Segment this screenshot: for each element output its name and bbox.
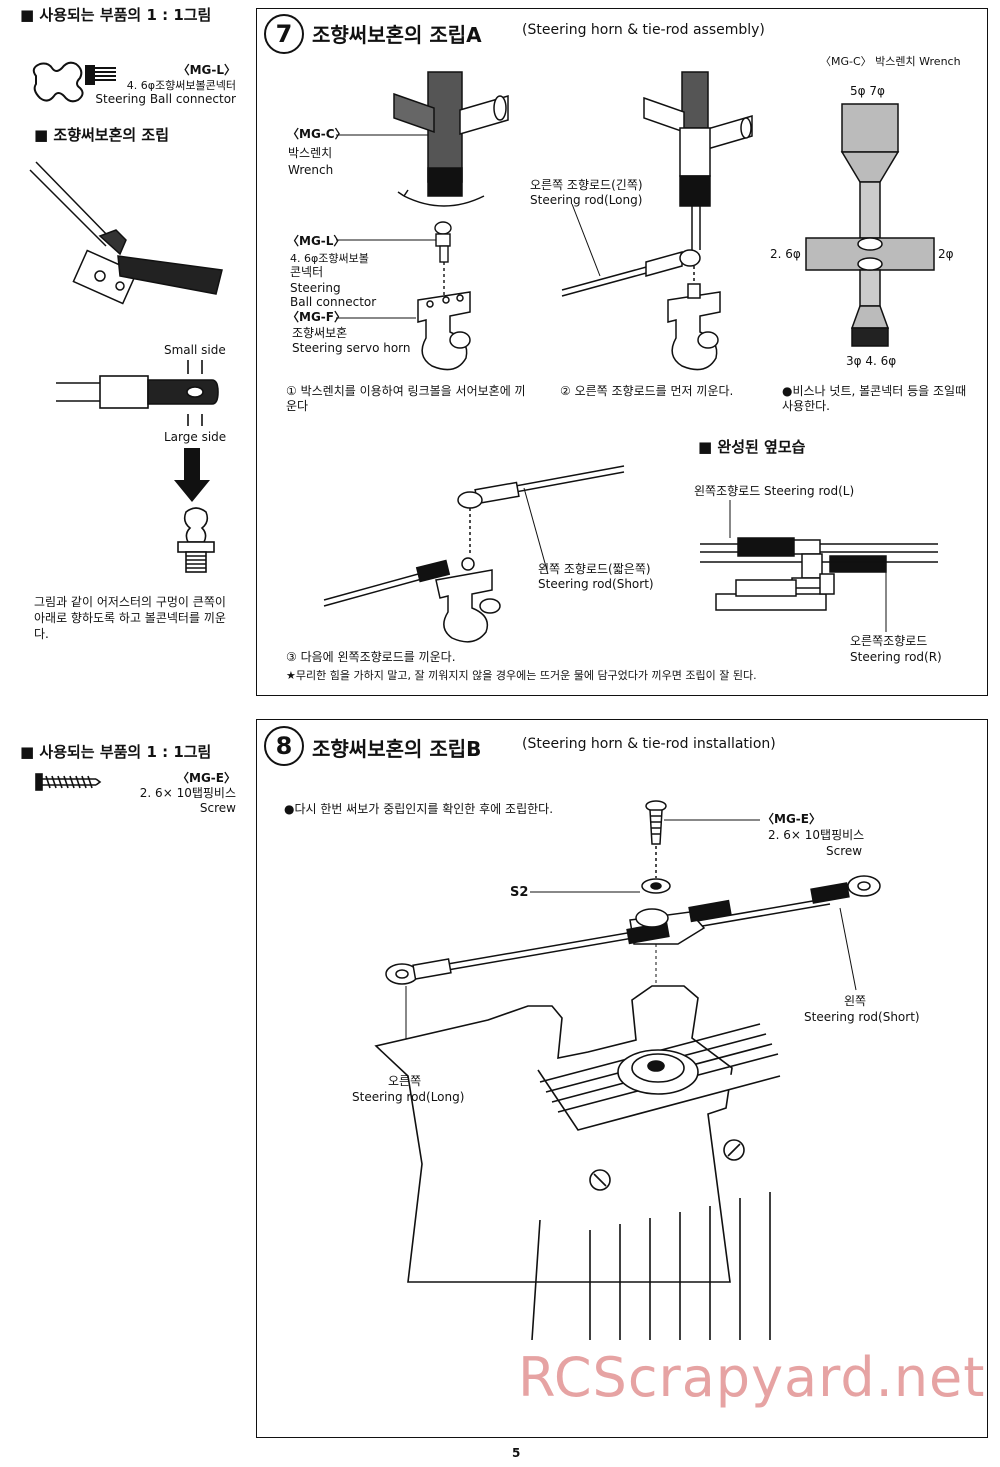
servo-horn-illustration — [417, 291, 471, 371]
rod-r-en: Steering rod(R) — [850, 650, 942, 664]
mgf-ko: 조향써보혼 — [292, 326, 348, 340]
mgl-ko-2: 콘넥터 — [290, 265, 324, 279]
adjuster-illustration — [29, 161, 223, 305]
wrench-diagram — [805, 103, 935, 347]
left-rod-en: Steering rod(Short) — [538, 577, 654, 591]
right-rod-label-ko: 오른쪽 — [388, 1074, 422, 1088]
step7-frame — [256, 8, 988, 696]
right-rod-ko: 오른쪽 조향로드(긴쪽) — [530, 178, 643, 192]
screw-illustration — [641, 800, 671, 894]
dim-bottom: 3φ 4. 6φ — [846, 354, 897, 368]
step7-wrench-note: ●비스나 넛트, 볼콘넥터 등을 조일때 사용한다. — [782, 384, 967, 413]
completed-title: ■ 완성된 옆모습 — [698, 438, 806, 456]
part-1-name-ko: 4. 6φ조향써보볼콘넥터 — [126, 79, 236, 92]
mge-ko: 2. 6× 10탭핑비스 — [768, 828, 865, 842]
step8-note: ●다시 한번 써보가 중립인지를 확인한 후에 조립한다. — [284, 802, 554, 816]
mgl-code: 〈MG-L〉 — [287, 234, 346, 248]
tie-rod-illustration — [385, 875, 881, 985]
rod-l-label: 왼쪽조향로드 Steering rod(L) — [694, 484, 855, 498]
mgc-ko: 박스렌치 — [288, 146, 333, 160]
dim-top: 5φ 7φ — [850, 84, 885, 98]
screw-part-icon — [35, 773, 102, 791]
right-rod-label-en: Steering rod(Long) — [352, 1090, 465, 1104]
step8-number: 8 — [264, 726, 304, 766]
completed-side-view — [700, 537, 938, 611]
mgl-en-2: Ball connector — [290, 295, 377, 309]
s2-label: S2 — [510, 885, 529, 900]
step7-title: 조향써보혼의 조립A — [312, 23, 482, 47]
part-2-name-en: Screw — [199, 801, 236, 815]
large-side-label: Large side — [164, 430, 227, 444]
sidebar-note: 그림과 같이 어저스터의 구멍이 큰쪽이 아래로 향하도록 하고 볼콘넥터를 끼… — [34, 595, 226, 641]
step7-subtitle: (Steering horn & tie-rod assembly) — [522, 22, 765, 38]
small-side-label: Small side — [164, 343, 226, 357]
step8-frame — [256, 719, 988, 1438]
leader-lines-3 — [530, 819, 760, 893]
mgf-code: 〈MG-F〉 — [287, 310, 346, 324]
mge-code: 〈MG-E〉 — [762, 812, 821, 826]
left-rod-label-en: Steering rod(Short) — [804, 1010, 920, 1024]
part-2-code: 〈MG-E〉 — [177, 771, 236, 785]
wrench-label: 〈MG-C〉 박스렌치 Wrench — [820, 55, 961, 68]
part-1-name-en: Steering Ball connector — [95, 92, 236, 106]
leader-lines-1 — [336, 134, 436, 319]
part-1-code: 〈MG-L〉 — [177, 63, 236, 77]
dim-right: 2φ — [938, 247, 954, 261]
box-wrench-illustration — [393, 71, 509, 207]
rod-r-ko: 오른쪽조향로드 — [850, 634, 928, 648]
right-rod-en: Steering rod(Long) — [530, 193, 643, 207]
dim-left: 2. 6φ — [770, 247, 801, 261]
mge-en: Screw — [826, 844, 863, 858]
step7-instruction-2: ② 오른쪽 조향로드를 먼저 끼운다. — [560, 384, 734, 398]
wrench-rod-illustration — [561, 71, 753, 371]
watermark: RCScrapyard.net — [518, 1346, 986, 1409]
left-rod-ko: 왼쪽 조향로드(짧은쪽) — [538, 562, 651, 576]
page-number: 5 — [512, 1446, 521, 1460]
step7-star-note: ★무리한 힘을 가하지 말고, 잘 끼워지지 않을 경우에는 뜨거운 물에 담구… — [286, 669, 757, 682]
left-rod-illustration — [323, 465, 625, 643]
step7-instruction-3: ③ 다음에 왼쪽조향로드를 끼운다. — [286, 650, 456, 664]
mgf-en: Steering servo horn — [292, 341, 411, 355]
parts-title-2: ■ 사용되는 부품의 1 : 1그림 — [20, 743, 212, 761]
step7-number: 7 — [264, 14, 304, 54]
leader-lines-2 — [729, 500, 887, 632]
left-rod-label-ko: 왼쪽 — [844, 994, 867, 1008]
mgc-en: Wrench — [288, 163, 334, 177]
down-arrow-icon — [174, 448, 210, 502]
mgc-code: 〈MG-C〉 — [287, 127, 347, 141]
ball-connector-icon — [177, 507, 215, 573]
rod-side-diagram — [56, 360, 219, 426]
parts-title-1: ■ 사용되는 부품의 1 : 1그림 — [20, 6, 212, 24]
mgl-ko-1: 4. 6φ조향써보볼 — [290, 252, 369, 265]
part-2-name-ko: 2. 6× 10탭핑비스 — [139, 786, 236, 800]
servo-chassis-illustration — [374, 985, 781, 1341]
assembly-title: ■ 조향써보혼의 조립 — [34, 126, 170, 144]
mgl-en-1: Steering — [290, 281, 341, 295]
step8-subtitle: (Steering horn & tie-rod installation) — [522, 736, 776, 752]
step7-instruction-1: ① 박스렌치를 이용하여 링크볼을 서어보혼에 끼운다 — [286, 384, 526, 413]
ball-connector-part-icon — [32, 61, 116, 103]
step8-title: 조향써보혼의 조립B — [312, 737, 482, 761]
